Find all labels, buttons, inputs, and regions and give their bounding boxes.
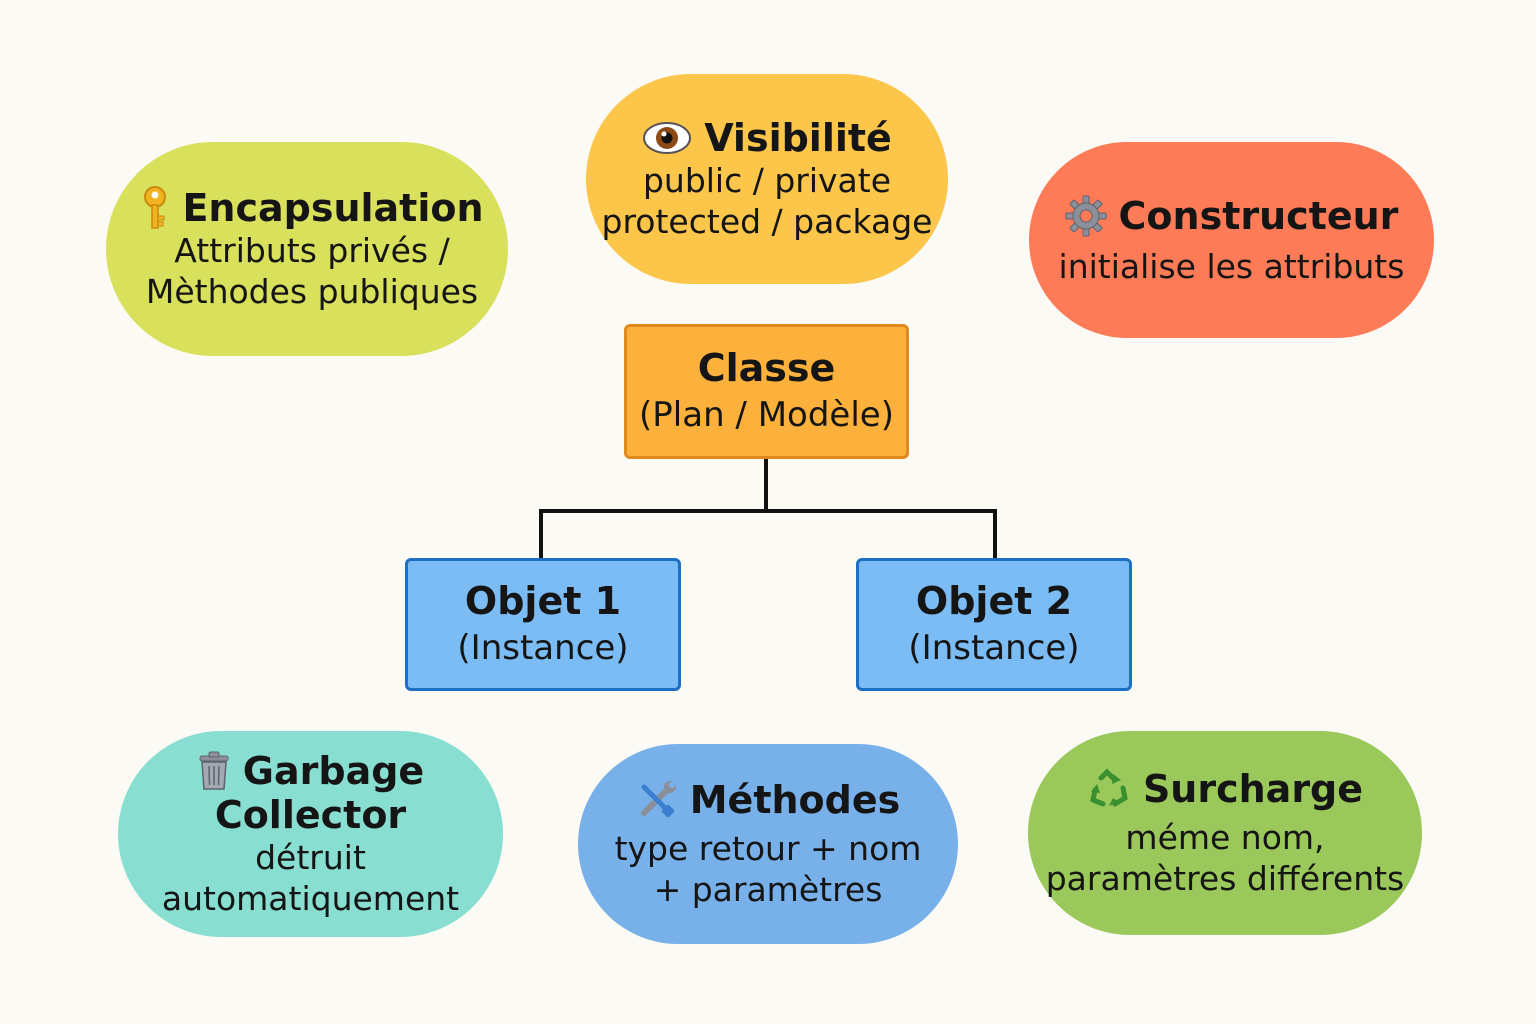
constructeur-title: Constructeur bbox=[1118, 193, 1399, 238]
methodes-card: Méthodes type retour + nom + paramètres bbox=[578, 744, 958, 944]
garbage-line-1: détruit bbox=[255, 838, 366, 877]
encapsulation-line-1: Attributs privés / bbox=[174, 231, 450, 270]
encapsulation-title-row: Encapsulation bbox=[140, 186, 484, 230]
object-1-box: Objet 1 (Instance) bbox=[405, 558, 681, 691]
object-2-subtitle: (Instance) bbox=[908, 627, 1080, 668]
surcharge-title: Surcharge bbox=[1142, 767, 1364, 811]
trash-icon bbox=[197, 751, 231, 791]
object-2-title: Objet 2 bbox=[915, 578, 1073, 623]
visibilite-title-row: Visibilité bbox=[642, 116, 892, 160]
surcharge-line-2: paramètres différents bbox=[1045, 859, 1405, 898]
object-2-box: Objet 2 (Instance) bbox=[856, 558, 1132, 691]
garbage-title-line-1: Garbage bbox=[242, 749, 425, 793]
visibilite-card: Visibilité public / private protected / … bbox=[586, 74, 948, 284]
garbage-title-line-2: Collector bbox=[214, 793, 407, 837]
gear-icon bbox=[1065, 195, 1107, 237]
garbage-collector-card: Garbage Collector détruit automatiquemen… bbox=[118, 731, 503, 937]
recycle-icon bbox=[1087, 768, 1131, 810]
encapsulation-card: Encapsulation Attributs privés / Mèthode… bbox=[106, 142, 508, 356]
constructeur-line-1: initialise les attributs bbox=[1058, 246, 1405, 286]
connector-line bbox=[539, 456, 997, 562]
eye-icon bbox=[642, 120, 692, 156]
methodes-title: Méthodes bbox=[689, 778, 901, 822]
garbage-line-2: automatiquement bbox=[161, 879, 460, 918]
garbage-title-row: Garbage bbox=[197, 749, 424, 793]
methodes-title-row: Méthodes bbox=[636, 778, 901, 822]
key-icon bbox=[140, 186, 170, 230]
encapsulation-title: Encapsulation bbox=[182, 186, 484, 230]
class-box: Classe (Plan / Modèle) bbox=[624, 324, 909, 459]
constructeur-card: Constructeur initialise les attributs bbox=[1029, 142, 1434, 338]
surcharge-line-1: méme nom, bbox=[1125, 818, 1325, 857]
encapsulation-line-2: Mèthodes publiques bbox=[145, 272, 479, 311]
class-subtitle: (Plan / Modèle) bbox=[639, 394, 894, 435]
object-1-title: Objet 1 bbox=[464, 578, 622, 623]
surcharge-card: Surcharge méme nom, paramètres différent… bbox=[1028, 731, 1422, 935]
tools-icon bbox=[636, 779, 678, 821]
methodes-line-2: + paramètres bbox=[653, 870, 883, 909]
class-title: Classe bbox=[697, 345, 836, 390]
methodes-line-1: type retour + nom bbox=[614, 829, 922, 868]
visibilite-line-2: protected / package bbox=[601, 202, 933, 241]
constructeur-title-row: Constructeur bbox=[1065, 193, 1399, 238]
surcharge-title-row: Surcharge bbox=[1087, 767, 1363, 811]
visibilite-line-1: public / private bbox=[642, 161, 892, 200]
object-1-subtitle: (Instance) bbox=[457, 627, 629, 668]
visibilite-title: Visibilité bbox=[704, 116, 892, 160]
